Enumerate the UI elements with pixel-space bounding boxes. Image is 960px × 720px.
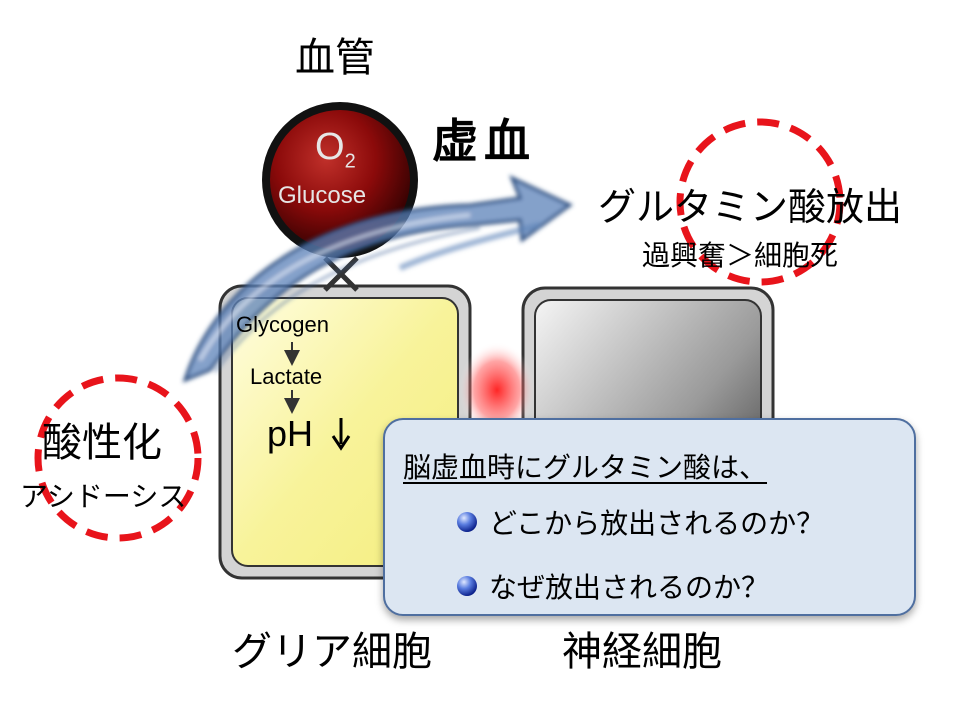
question-panel-title: 脳虚血時にグルタミン酸は、: [403, 451, 768, 484]
ph-down-arrow: [331, 418, 351, 451]
question-panel: 脳虚血時にグルタミン酸は、 どこから放出されるのか？ なぜ放出されるのか？: [383, 418, 916, 616]
lactate-label: Lactate: [250, 364, 323, 389]
neuron-cell-label: 神経細胞: [562, 629, 722, 675]
glutamate-dashed-circle: [676, 118, 844, 286]
question-bullet-1: どこから放出されるのか？: [457, 502, 824, 542]
o2-label: O2: [315, 128, 356, 172]
glycogen-label: Glycogen: [236, 312, 329, 337]
question-bullet-1-text: どこから放出されるのか？: [489, 507, 825, 540]
ischemia-arrow-icon: [182, 175, 573, 383]
ischemia-label: 虚血: [432, 114, 536, 168]
acidosis-label: アシドーシス: [20, 480, 187, 513]
acidosis-dashed-circle: [34, 374, 202, 542]
question-bullet-2: なぜ放出されるのか？: [457, 566, 769, 606]
o2-subscript: 2: [344, 150, 356, 173]
blue-bullet-icon: [457, 512, 477, 532]
glucose-label: Glucose: [278, 182, 367, 209]
blood-vessel-label: 血管: [295, 35, 375, 81]
blocked-x-icon: [323, 256, 359, 292]
glutamate-release-label: グルタミン酸放出: [598, 185, 903, 229]
question-bullet-2-text: なぜ放出されるのか？: [489, 571, 770, 604]
synaptic-glow: [459, 342, 535, 438]
acidification-label: 酸性化: [42, 420, 162, 466]
o2-text: O: [315, 126, 345, 168]
ph-label: pH: [267, 413, 314, 454]
blue-bullet-icon: [457, 576, 477, 596]
overexcitation-label: 過興奮＞細胞死: [642, 239, 839, 272]
glia-cell-label: グリア細胞: [232, 629, 432, 675]
